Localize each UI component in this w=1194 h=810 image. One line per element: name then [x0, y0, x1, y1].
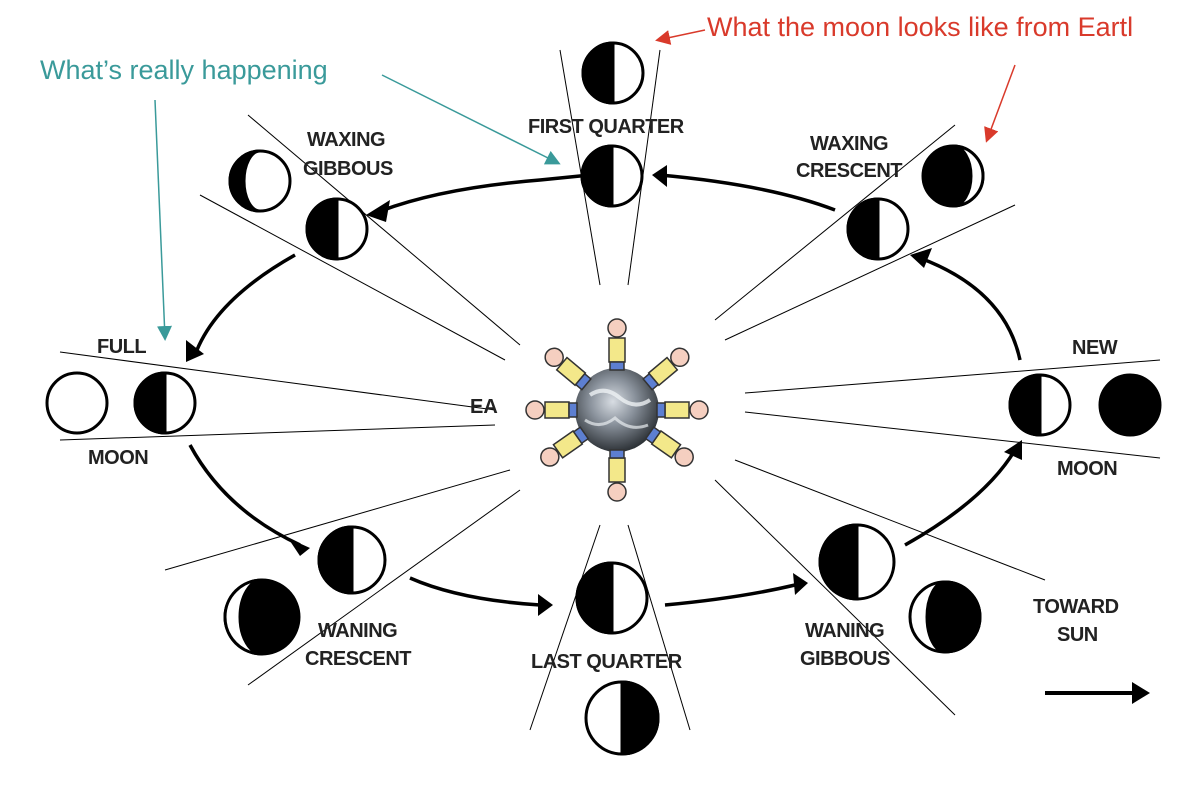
appearance-moons [45, 41, 1162, 756]
observers [525, 318, 709, 502]
appearance-waning-crescent [223, 578, 301, 656]
label-waxing-gibbous-line1: WAXING [307, 129, 386, 151]
orbit-arrowheads [186, 165, 1022, 616]
caption-arrows [154, 29, 1016, 341]
sight-lines [59, 49, 1161, 731]
orbit-moon-first-quarter [580, 144, 644, 208]
label-waxing-gibbous-line2: GIBBOUS [303, 158, 393, 180]
label-waning-crescent-line1: WANING [318, 620, 398, 642]
label-full-line1: FULL [97, 336, 147, 358]
label-waxing-crescent-line2: CRESCENT [796, 160, 903, 182]
orbit-moon-waning-crescent [317, 525, 387, 595]
appearance-waxing-gibbous [228, 149, 292, 213]
orbit-moon-waxing-gibbous [305, 197, 369, 261]
label-waning-gibbous-line2: GIBBOUS [800, 648, 890, 670]
label-waxing-crescent-line1: WAXING [810, 133, 889, 155]
label-waning-gibbous-line1: WANING [805, 620, 885, 642]
appearance-waning-gibbous [908, 580, 982, 654]
caption-from-earth: What the moon looks like from Eartl [707, 12, 1134, 42]
sun-direction-arrow [1045, 682, 1150, 704]
label-toward-sun-line2: SUN [1057, 624, 1098, 646]
earth [575, 368, 659, 452]
label-first-quarter: FIRST QUARTER [528, 116, 684, 138]
label-new-line2: MOON [1057, 458, 1118, 480]
appearance-new [1098, 373, 1162, 437]
orbit-moon-full [133, 371, 197, 435]
label-new-line1: NEW [1072, 337, 1118, 359]
label-earth: EA [470, 396, 498, 418]
appearance-first-quarter [581, 41, 645, 105]
caption-really-happening: What’s really happening [40, 55, 328, 85]
orbit-moon-waxing-crescent [846, 197, 910, 261]
label-toward-sun-line1: TOWARD [1033, 596, 1119, 618]
orbit-moons [133, 144, 1072, 635]
orbit-arrows [188, 173, 1022, 607]
label-last-quarter: LAST QUARTER [531, 651, 682, 673]
appearance-last-quarter [584, 680, 660, 756]
orbit-moon-last-quarter [575, 561, 649, 635]
label-waning-crescent-line2: CRESCENT [305, 648, 412, 670]
label-full-line2: MOON [88, 447, 149, 469]
orbit-moon-new [1008, 373, 1072, 437]
orbit-moon-waning-gibbous [818, 523, 896, 601]
appearance-full [45, 371, 109, 435]
appearance-waxing-crescent [921, 144, 985, 208]
